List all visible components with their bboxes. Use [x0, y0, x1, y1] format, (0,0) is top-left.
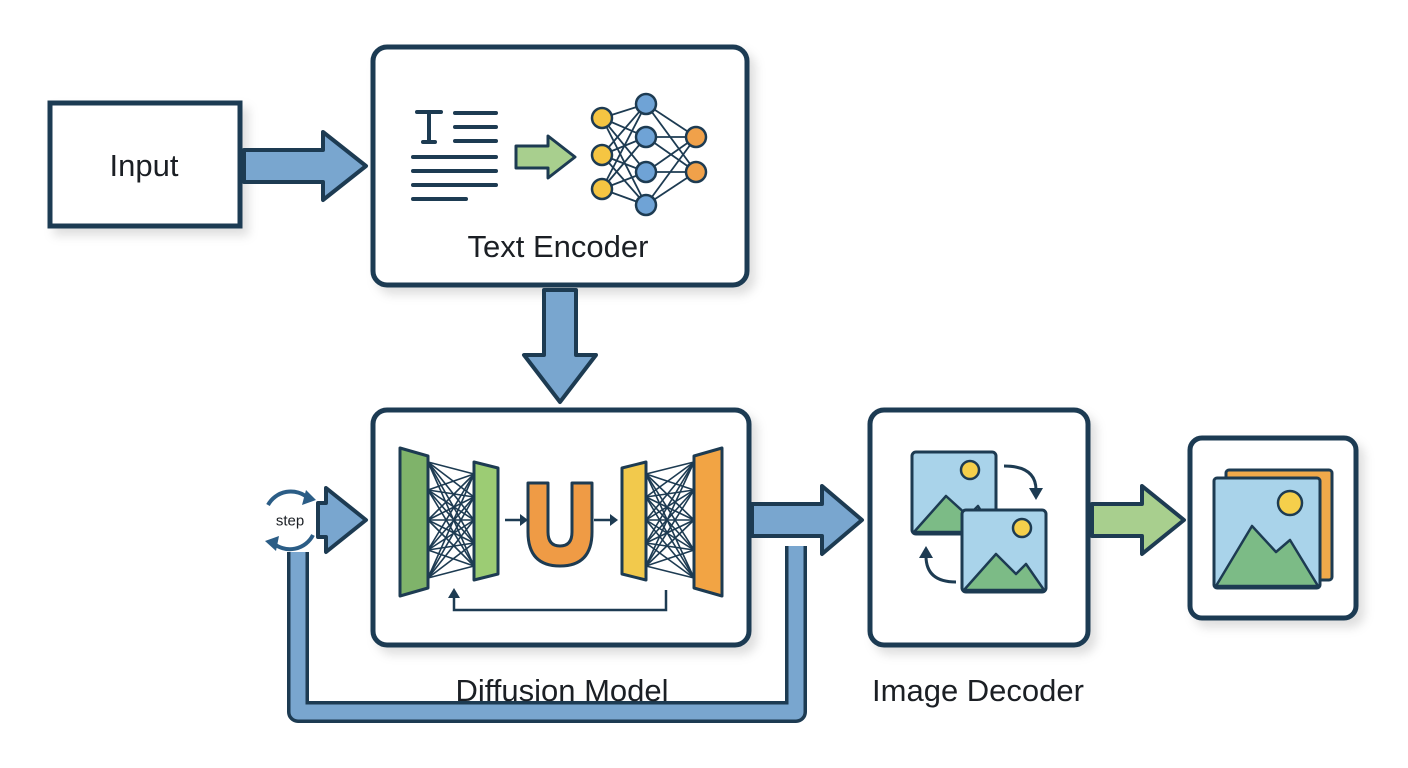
text-encoder-label: Text Encoder [467, 229, 649, 264]
loop-to-diffusion-arrow [316, 486, 368, 554]
encoder-layers-icon [398, 446, 500, 598]
input-to-encoder-arrow [242, 130, 368, 202]
cycle-arrows-icon [265, 489, 316, 552]
decoder-layers-icon [620, 446, 724, 598]
neural-network-icon [590, 92, 708, 217]
encoder-to-diffusion-arrow [522, 288, 598, 404]
document-text-icon [411, 110, 498, 201]
diffusion-model-box [370, 407, 752, 648]
image-icon [960, 508, 1048, 594]
stacked-image-icon [1212, 468, 1334, 590]
skip-connection-icon [448, 588, 668, 612]
loop-back-line-fill [290, 546, 804, 720]
input-label: Input [109, 148, 179, 183]
input-box [47, 100, 243, 229]
diffusion-to-decoder-arrow [750, 484, 864, 556]
diffusion-model-label: Diffusion Model [455, 673, 669, 708]
arrow-right-icon [514, 134, 577, 180]
u-net-icon [505, 481, 618, 568]
swap-arrows-icon [919, 464, 1043, 584]
decoder-to-output-arrow [1090, 484, 1186, 556]
step-label: step [275, 512, 305, 530]
image-decoder-label: Image Decoder [872, 673, 1084, 708]
